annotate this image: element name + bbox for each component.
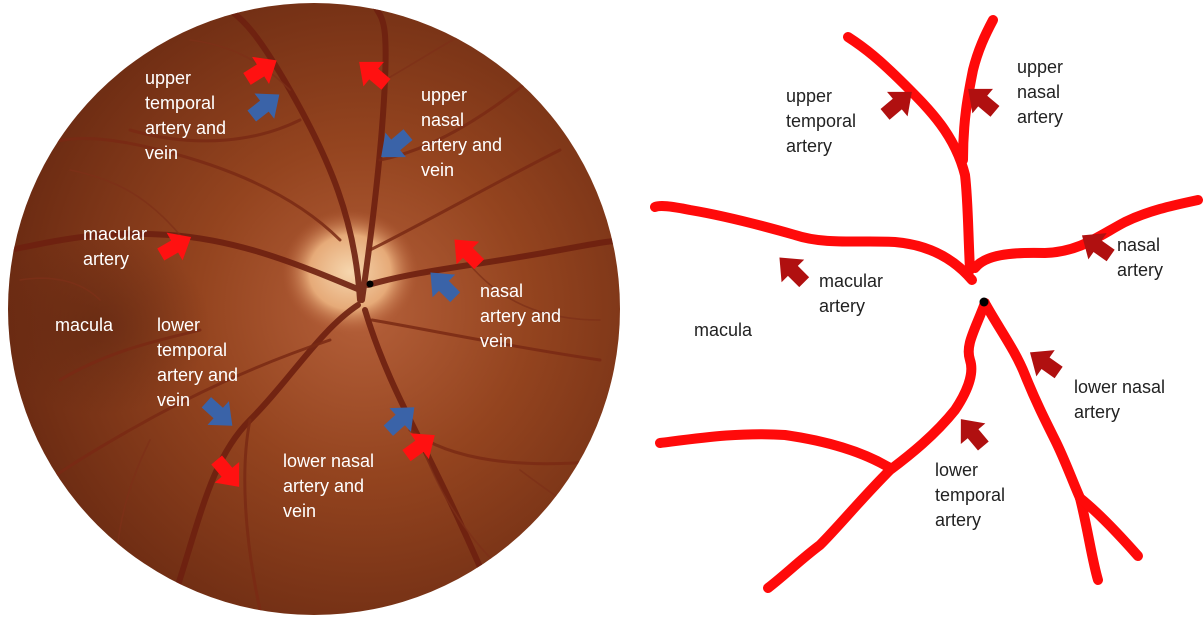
schematic-arteries [655, 20, 1198, 588]
fundus-label-macula: macula [55, 315, 114, 335]
label-line: artery [1117, 260, 1163, 280]
label-line: artery [786, 136, 832, 156]
label-line: vein [480, 331, 513, 351]
schematic-label-lower-temporal: lower temporal artery [935, 460, 1005, 530]
label-line: vein [157, 390, 190, 410]
label-line: temporal [935, 485, 1005, 505]
label-line: artery and [283, 476, 364, 496]
fundus-photo: upper temporal artery and vein upper nasal ar… [0, 0, 620, 615]
label-line: temporal [786, 111, 856, 131]
label-line: vein [145, 143, 178, 163]
label-line: macular [819, 271, 883, 291]
label-line: macula [55, 315, 114, 335]
label-line: lower [935, 460, 978, 480]
schematic-diagram: upper temporal artery upper nasal artery nas… [655, 20, 1198, 588]
label-line: artery [819, 296, 865, 316]
schematic-label-macula: macula [694, 320, 753, 340]
arrow-dark-upper-temporal-icon [875, 80, 922, 127]
label-line: temporal [157, 340, 227, 360]
label-line: lower nasal [1074, 377, 1165, 397]
schematic-label-nasal: nasal artery [1117, 235, 1163, 280]
schematic-label-upper-temporal: upper temporal artery [786, 86, 856, 156]
label-line: upper [786, 86, 832, 106]
label-line: lower [157, 315, 200, 335]
label-line: nasal [421, 110, 464, 130]
label-line: macular [83, 224, 147, 244]
label-line: artery and [480, 306, 561, 326]
label-line: nasal [1117, 235, 1160, 255]
arrow-dark-macular-icon [768, 246, 815, 293]
label-line: lower nasal [283, 451, 374, 471]
label-line: artery and [145, 118, 226, 138]
label-line: nasal [480, 281, 523, 301]
label-line: artery [1074, 402, 1120, 422]
label-line: temporal [145, 93, 215, 113]
label-line: artery [1017, 107, 1063, 127]
schematic-label-macular: macular artery [819, 271, 883, 316]
label-line: vein [421, 160, 454, 180]
label-line: artery and [421, 135, 502, 155]
schematic-label-upper-nasal: upper nasal artery [1017, 57, 1063, 127]
label-line: vein [283, 501, 316, 521]
schematic-lower-nasal-artery [986, 305, 1080, 498]
schematic-label-lower-nasal: lower nasal artery [1074, 377, 1165, 422]
schematic-lower-temporal-artery [768, 303, 985, 588]
label-line: upper [421, 85, 467, 105]
optic-disc-center-dot [367, 281, 374, 288]
label-line: artery and [157, 365, 238, 385]
label-line: upper [1017, 57, 1063, 77]
label-line: upper [145, 68, 191, 88]
label-line: artery [935, 510, 981, 530]
label-line: macula [694, 320, 753, 340]
schematic-upper-temporal-artery [848, 37, 970, 270]
label-line: nasal [1017, 82, 1060, 102]
schematic-center-dot [980, 298, 989, 307]
schematic-nasal-artery [975, 200, 1198, 268]
label-line: artery [83, 249, 129, 269]
schematic-macular-artery [655, 206, 972, 280]
schematic-lower-temporal-branch [660, 434, 890, 468]
